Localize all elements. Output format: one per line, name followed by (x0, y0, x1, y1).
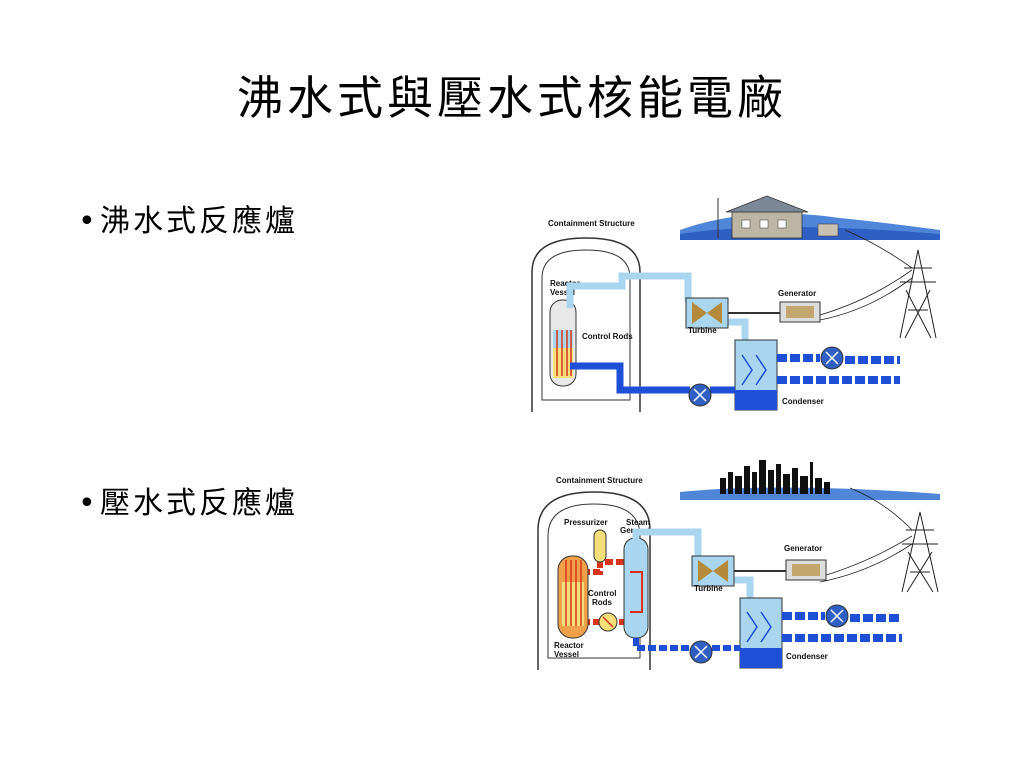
reactor-vessel-label-2: Vessel (550, 288, 575, 297)
control-rods-label-1: Control (588, 589, 616, 598)
feedwater-pipe (570, 362, 735, 394)
pump-icon (689, 640, 713, 664)
primary-pump-icon (598, 612, 618, 632)
condenser-label: Condenser (782, 397, 824, 406)
control-rods-label: Control Rods (582, 332, 633, 341)
transmission-tower-icon (901, 511, 939, 593)
cooling-water-pipe (782, 612, 902, 642)
landscape-hills (680, 213, 940, 240)
condenser-label: Condenser (786, 652, 828, 661)
pwr-diagram: Containment Structure Pressurizer Steam … (537, 460, 940, 670)
generator-icon (734, 559, 827, 581)
pressurizer-label: Pressurizer (564, 518, 608, 527)
transmission-tower-icon (899, 249, 937, 339)
bullet-marker: • (78, 204, 99, 239)
steam-pipe (566, 272, 749, 340)
reactor-vessel-label-1: Reactor (554, 641, 584, 650)
turbine-label: Turbine (694, 584, 723, 593)
containment-label: Containment Structure (548, 219, 635, 228)
reactor-vessel-label-1: Reactor (550, 279, 580, 288)
turbine-icon (691, 555, 735, 587)
reactor-vessel-label-2: Vessel (554, 650, 579, 659)
cooling-pump-icon (820, 346, 844, 370)
city-skyline (680, 460, 940, 500)
power-lines (819, 229, 913, 321)
bullet-text-bwr: 沸水式反應爐 (100, 204, 298, 239)
slide-title: 沸水式與壓水式核能電廠 (237, 71, 787, 125)
generator-icon (728, 301, 821, 323)
feedwater-pipe (633, 638, 740, 651)
reactor-vessel (549, 299, 577, 387)
steam-generator-icon (623, 537, 649, 639)
house-icon (717, 195, 839, 239)
control-rods-label-2: Rods (592, 598, 613, 607)
reactor-vessel (557, 555, 589, 639)
containment-label: Containment Structure (556, 476, 643, 485)
pressurizer-icon (593, 529, 607, 563)
turbine-icon (685, 297, 729, 329)
bullet-marker: • (78, 486, 99, 521)
containment-structure (531, 237, 641, 412)
condenser (734, 339, 778, 411)
cooling-water-pipe (777, 354, 900, 384)
generator-label: Generator (778, 289, 816, 298)
condenser (739, 597, 783, 669)
turbine-label: Turbine (688, 326, 717, 335)
bwr-diagram: Containment Structure Reactor Vessel Con… (531, 195, 940, 412)
bullet-bwr: •沸水式反應爐 (78, 196, 298, 240)
pump-icon (688, 383, 712, 407)
power-lines (819, 487, 913, 583)
steam-generator-label-1: Steam (626, 518, 650, 527)
cooling-pump-icon (825, 604, 849, 628)
bullet-pwr: •壓水式反應爐 (78, 478, 298, 522)
bullet-text-pwr: 壓水式反應爐 (100, 486, 298, 521)
generator-label: Generator (784, 544, 822, 553)
steam-pipe (632, 528, 754, 598)
